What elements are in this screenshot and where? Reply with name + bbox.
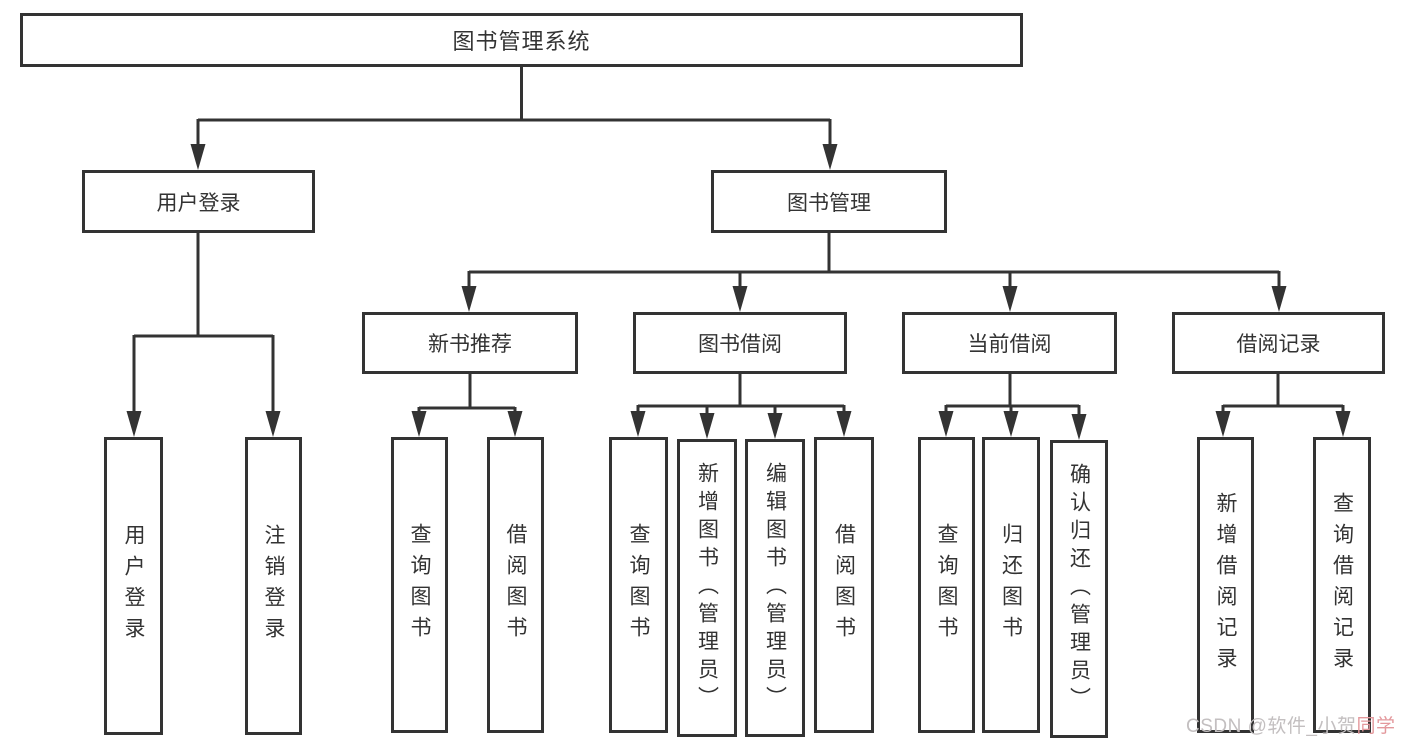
connector-book-borrow-children <box>636 374 846 421</box>
leaf-query-books: 查询图书 <box>609 437 668 733</box>
leaf-borrow-books: 借阅图书 <box>487 437 544 733</box>
node-library-system: 图书管理系统 <box>20 13 1023 67</box>
node-label: 确认归还（管理员） <box>1067 463 1091 715</box>
node-label: 归还图书 <box>999 523 1023 647</box>
node-label: 图书管理 <box>787 191 871 215</box>
connector-root-to-level2 <box>196 67 832 152</box>
connector-borrow-records-children <box>1221 374 1345 419</box>
leaf-logout: 注销登录 <box>245 437 302 735</box>
leaf-edit-books-admin: 编辑图书（管理员） <box>745 439 805 737</box>
node-label: 查询图书 <box>408 523 431 647</box>
leaf-return-books: 归还图书 <box>982 437 1040 733</box>
connector-current-borrow-children <box>944 374 1081 422</box>
leaf-add-borrow-record: 新增借阅记录 <box>1197 437 1254 733</box>
node-label: 借阅图书 <box>504 523 527 647</box>
node-label: 新增图书（管理员） <box>695 462 719 714</box>
node-label: 用户登录 <box>156 191 241 215</box>
leaf-confirm-return-admin: 确认归还（管理员） <box>1050 440 1108 738</box>
node-label: 当前借阅 <box>967 333 1052 356</box>
csdn-watermark: CSDN @软件_小贺同学 <box>1186 711 1396 738</box>
node-current-borrowing: 当前借阅 <box>902 312 1117 374</box>
leaf-user-login: 用户登录 <box>104 437 163 735</box>
node-label: 图书管理系统 <box>452 29 591 54</box>
connector-book-mgmt-children <box>467 233 1281 294</box>
connector-new-book-children <box>417 374 517 419</box>
node-label: 注销登录 <box>262 524 285 648</box>
leaf-query-books: 查询图书 <box>391 437 448 733</box>
node-label: 借阅图书 <box>832 523 856 647</box>
node-user-login: 用户登录 <box>82 170 315 233</box>
leaf-query-borrow-record: 查询借阅记录 <box>1313 437 1371 733</box>
node-new-book-recommend: 新书推荐 <box>362 312 578 374</box>
node-borrowing-records: 借阅记录 <box>1172 312 1385 374</box>
node-label: 查询图书 <box>935 523 958 647</box>
node-label: 编辑图书（管理员） <box>763 462 787 714</box>
node-label: 查询图书 <box>627 523 650 647</box>
leaf-query-books: 查询图书 <box>918 437 975 733</box>
node-label: 用户登录 <box>122 524 145 648</box>
connector-user-login-children <box>132 233 275 419</box>
leaf-add-books-admin: 新增图书（管理员） <box>677 439 737 737</box>
leaf-borrow-books: 借阅图书 <box>814 437 874 733</box>
watermark-text-gray: CSDN @软件_小贺 <box>1186 716 1357 737</box>
node-book-borrowing: 图书借阅 <box>633 312 847 374</box>
node-label: 新增借阅记录 <box>1214 492 1237 678</box>
node-label: 新书推荐 <box>428 333 512 356</box>
watermark-text-pink: 同学 <box>1356 716 1396 737</box>
node-book-management: 图书管理 <box>711 170 947 233</box>
node-label: 查询借阅记录 <box>1330 492 1354 678</box>
node-label: 图书借阅 <box>698 333 782 356</box>
node-label: 借阅记录 <box>1236 333 1321 356</box>
